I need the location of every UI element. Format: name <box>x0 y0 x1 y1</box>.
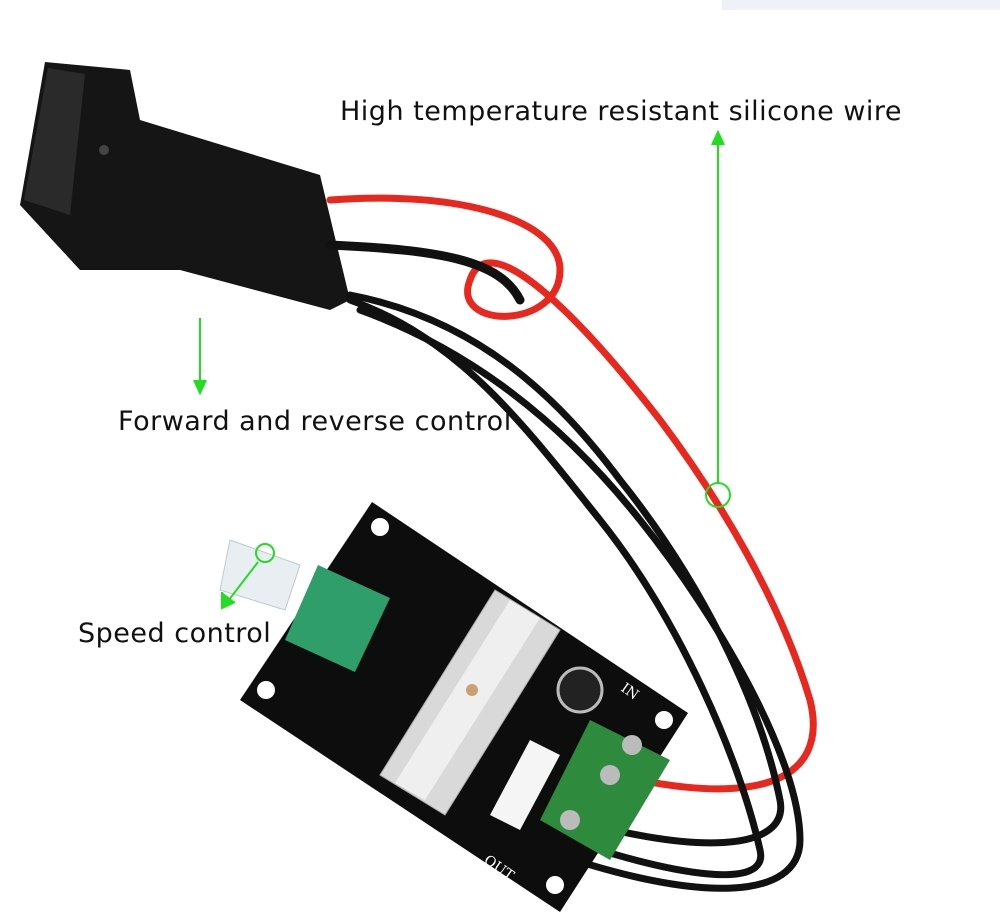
pcb-board <box>240 502 688 912</box>
rocker-switch <box>20 62 350 310</box>
wire-label: High temperature resistant silicone wire <box>340 96 903 127</box>
switch-label: Forward and reverse control <box>118 406 512 437</box>
top-bar <box>722 0 1000 10</box>
annotation-lines <box>193 129 731 610</box>
potentiometer <box>219 539 390 672</box>
wires <box>325 194 817 892</box>
knob-label: Speed control <box>78 618 272 649</box>
